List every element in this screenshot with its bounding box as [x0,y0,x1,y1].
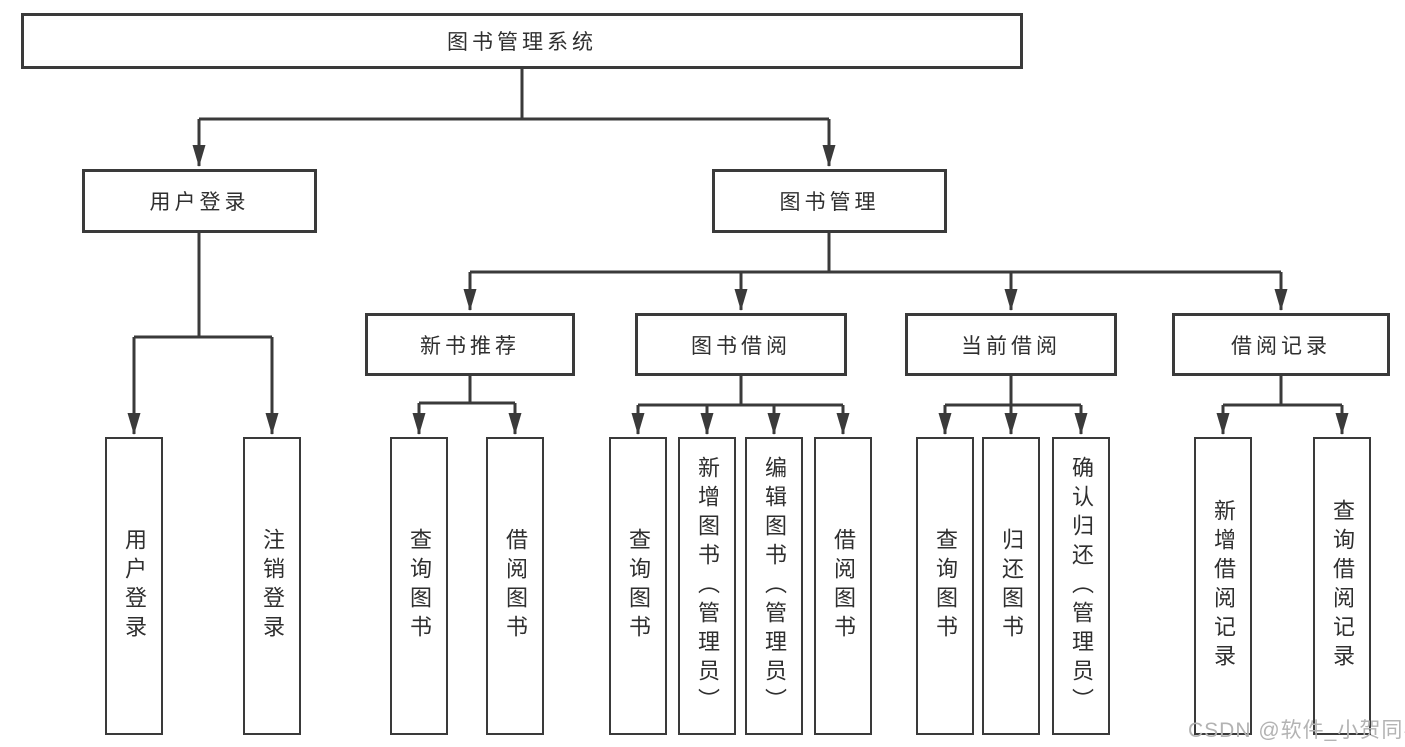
leaf-user-login: 用户登录 [105,437,163,735]
leaf-recommend-borrow-book: 借阅图书 [486,437,544,735]
node-book-borrow: 图书借阅 [635,313,847,376]
leaf-logout: 注销登录 [243,437,301,735]
node-library-system: 图书管理系统 [21,13,1023,69]
leaf-records-add-record: 新增借阅记录 [1194,437,1252,735]
leaf-borrow-add-book-admin: 新增图书（管理员） [678,437,736,735]
node-book-management: 图书管理 [712,169,947,233]
leaf-records-query-record: 查询借阅记录 [1313,437,1371,735]
leaf-borrow-edit-book-admin: 编辑图书（管理员） [745,437,803,735]
leaf-borrow-borrow-book: 借阅图书 [814,437,872,735]
node-user-login: 用户登录 [82,169,317,233]
leaf-borrow-query-book: 查询图书 [609,437,667,735]
leaf-recommend-query-book: 查询图书 [390,437,448,735]
leaf-current-return-book: 归还图书 [982,437,1040,735]
leaf-current-confirm-return-admin: 确认归还（管理员） [1052,437,1110,735]
node-new-book-recommend: 新书推荐 [365,313,575,376]
watermark: CSDN @软件_小贺同学 [1188,719,1405,742]
leaf-current-query-book: 查询图书 [916,437,974,735]
node-current-borrow: 当前借阅 [905,313,1117,376]
node-borrow-records: 借阅记录 [1172,313,1390,376]
